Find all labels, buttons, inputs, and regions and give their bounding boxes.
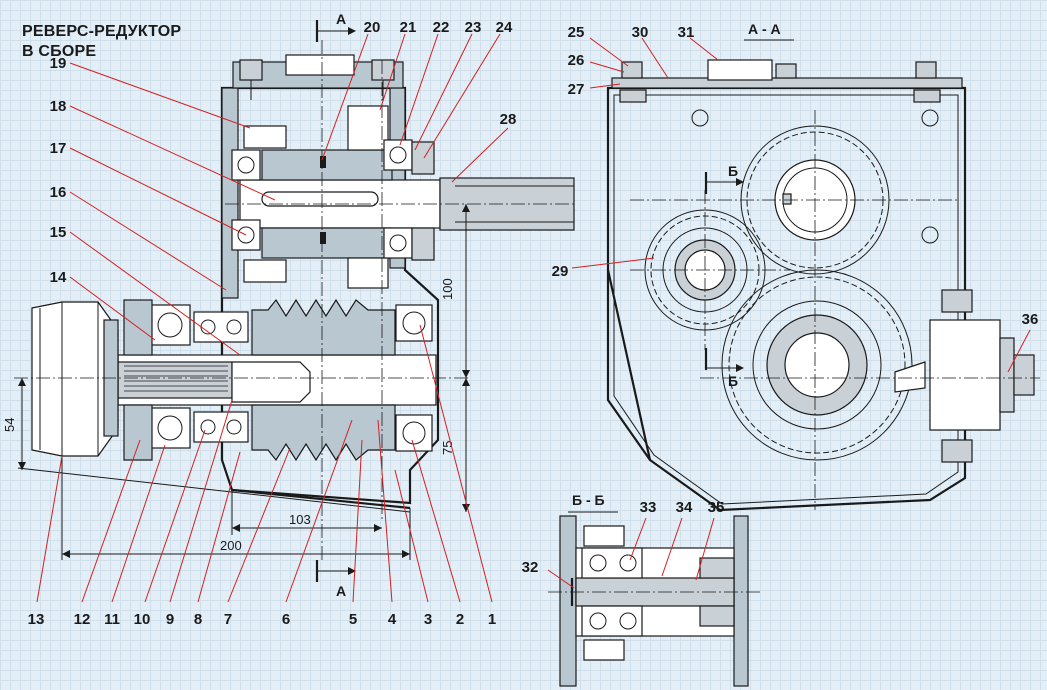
callout-20: 20: [364, 19, 381, 36]
callout-9: 9: [166, 611, 174, 628]
callout-13: 13: [28, 611, 45, 628]
callout-8: 8: [194, 611, 202, 628]
dimension-200: 200: [220, 538, 242, 553]
dimension-54: 54: [2, 418, 17, 432]
callout-17: 17: [50, 140, 67, 157]
callout-31: 31: [678, 24, 695, 41]
callout-16: 16: [50, 184, 67, 201]
callout-15: 15: [50, 224, 67, 241]
section-aa-view: Б Б А - А: [606, 21, 1040, 512]
callout-numbers: 1 2 3 4 5 6 7 8 9 10 11 12 13 14 15 16 1…: [28, 19, 1039, 628]
callout-27: 27: [568, 81, 585, 98]
callout-28: 28: [500, 111, 517, 128]
callout-7: 7: [224, 611, 232, 628]
callout-36: 36: [1022, 311, 1039, 328]
callout-30: 30: [632, 24, 649, 41]
callout-34: 34: [676, 499, 693, 516]
callout-24: 24: [496, 19, 513, 36]
callout-4: 4: [388, 611, 397, 628]
dimension-100: 100: [440, 278, 455, 300]
section-b-top-mark: Б: [728, 163, 738, 179]
section-a-top-mark: А: [336, 11, 346, 27]
callout-19: 19: [50, 55, 67, 72]
callout-12: 12: [74, 611, 91, 628]
section-b-bottom-mark: Б: [728, 373, 738, 389]
callout-32: 32: [522, 559, 539, 576]
callout-1: 1: [488, 611, 496, 628]
section-bb-label: Б - Б: [572, 492, 605, 508]
callout-29: 29: [552, 263, 569, 280]
leader-lines: [36, 33, 1031, 603]
callout-23: 23: [465, 19, 482, 36]
callout-18: 18: [50, 98, 67, 115]
callout-11: 11: [104, 611, 120, 628]
callout-2: 2: [456, 611, 464, 628]
dimension-103: 103: [289, 512, 311, 527]
drawing-title: РЕВЕРС-РЕДУКТОР В СБОРЕ: [22, 22, 181, 62]
dimensions: 100 75 54 103 200: [2, 204, 470, 560]
main-section-view: А А: [14, 11, 575, 599]
callout-10: 10: [134, 611, 151, 628]
section-bb-view: Б - Б: [548, 492, 760, 687]
section-a-bottom-mark: А: [336, 583, 346, 599]
callout-26: 26: [568, 52, 585, 69]
callout-5: 5: [349, 611, 357, 628]
callout-35: 35: [708, 499, 725, 516]
callout-22: 22: [433, 19, 450, 36]
title-line-1: РЕВЕРС-РЕДУКТОР: [22, 23, 182, 40]
callout-3: 3: [424, 611, 432, 628]
title-line-2: В СБОРЕ: [22, 43, 97, 60]
section-aa-label: А - А: [748, 21, 781, 37]
callout-25: 25: [568, 24, 585, 41]
callout-14: 14: [50, 269, 67, 286]
callout-6: 6: [282, 611, 290, 628]
callout-33: 33: [640, 499, 657, 516]
callout-21: 21: [400, 19, 417, 36]
